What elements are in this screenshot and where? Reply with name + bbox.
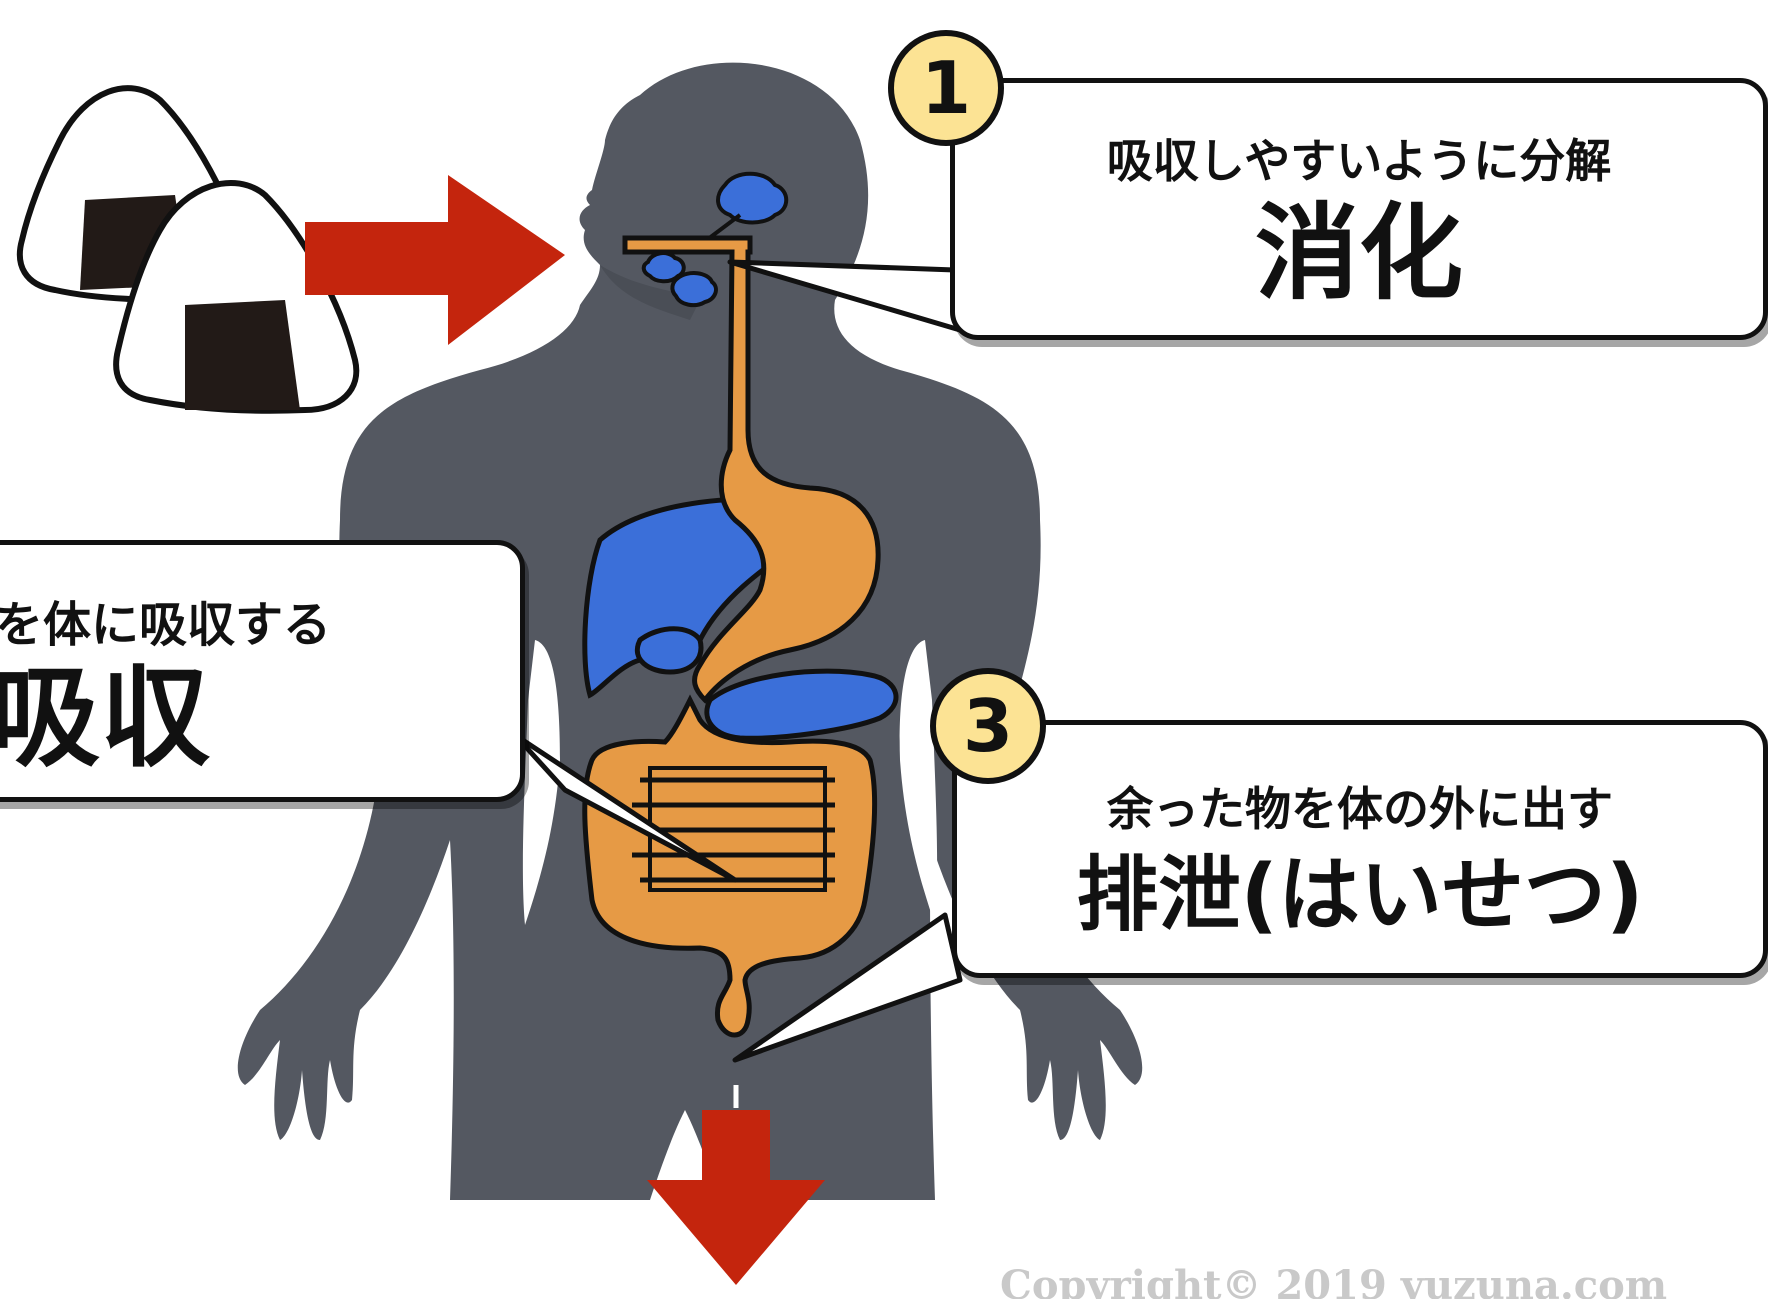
excretion-subtitle: 余った物を体の外に出す	[957, 773, 1763, 839]
digestion-subtitle: 吸収しやすいように分解	[955, 125, 1763, 191]
copyright: Copyright© 2019 yuzuna.com	[1000, 1262, 1667, 1299]
digestion-callout: 吸収しやすいように分解 消化	[950, 78, 1768, 340]
absorption-subtitle: を体に吸収する	[0, 585, 520, 655]
digestion-title: 消化	[955, 199, 1763, 308]
absorption-callout: を体に吸収する 吸収	[0, 540, 525, 802]
excretion-title: 排泄(はいせつ)	[957, 853, 1763, 939]
step-1-badge: 1	[888, 30, 1004, 146]
absorption-title: 吸収	[0, 661, 520, 777]
step-3-badge: 3	[930, 668, 1046, 784]
excretion-callout: 余った物を体の外に出す 排泄(はいせつ)	[952, 720, 1768, 978]
